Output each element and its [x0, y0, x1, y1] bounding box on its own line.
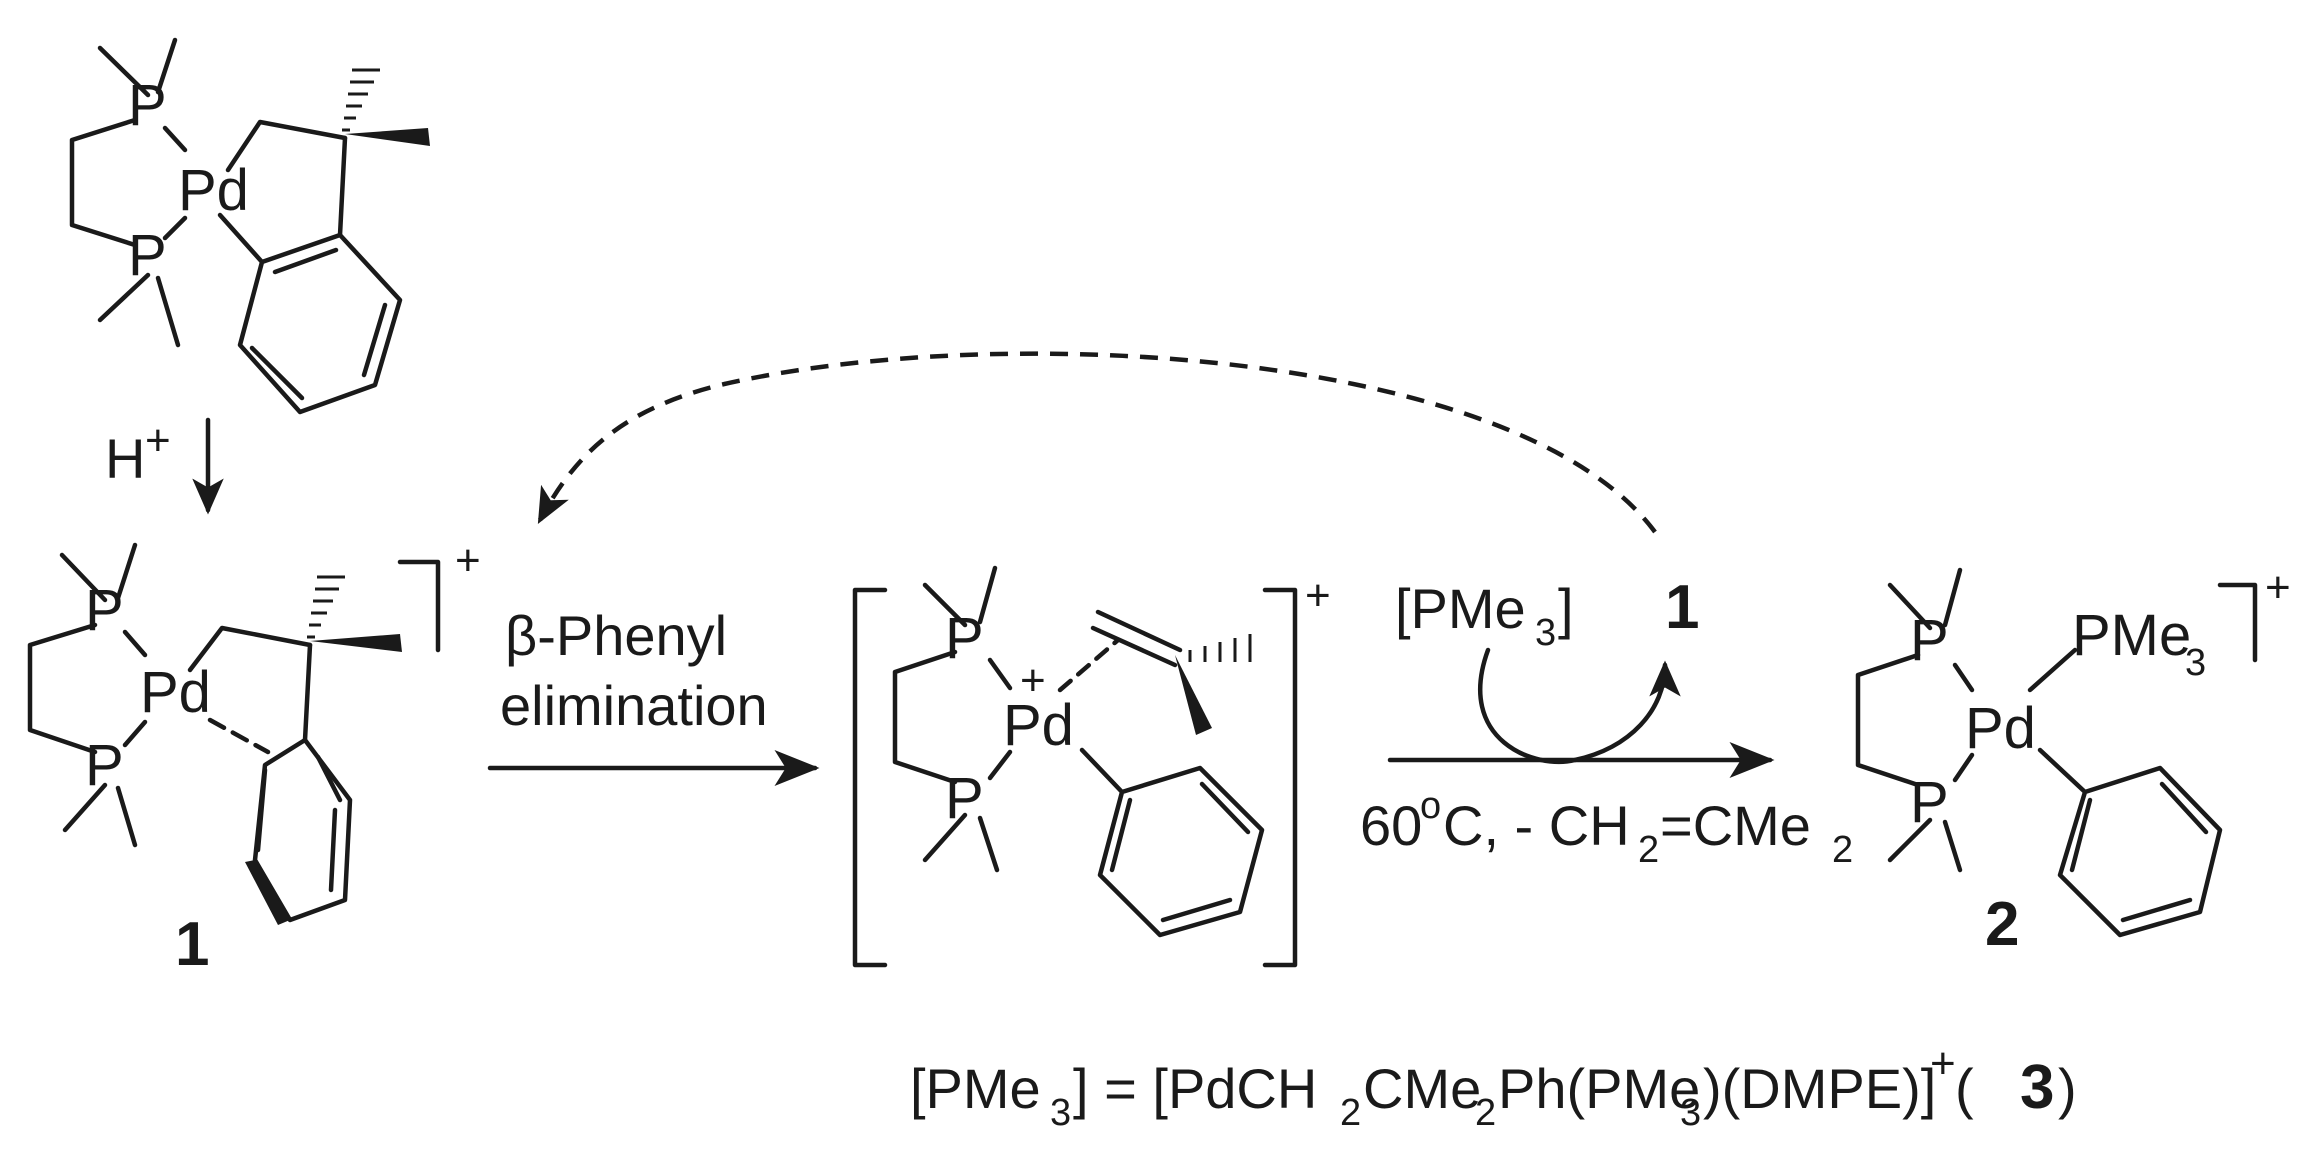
atom-p-bottom-start: P: [128, 223, 167, 288]
footnote-open: (: [1955, 1057, 1974, 1120]
beta-elim-label-line1: β-Phenyl: [505, 604, 727, 667]
atom-p-bottom-c1: P: [85, 733, 124, 798]
conditions-sub2: 2: [1832, 829, 1853, 871]
conditions-sub1: 2: [1638, 829, 1659, 871]
recycle-arrow: [537, 351, 1657, 534]
footnote-mid3: )(DMPE)]: [1703, 1057, 1936, 1120]
conditions-text2: =CMe: [1660, 794, 1811, 857]
atom-p-top-c1: P: [85, 578, 124, 643]
regenerated-1-label: 1: [1665, 573, 1699, 642]
atom-p-top-int: P: [945, 606, 984, 671]
atom-pd-int: Pd: [1003, 693, 1074, 758]
footnote-sub2: 2: [1475, 1092, 1496, 1134]
charge-intermediate: +: [1305, 571, 1331, 620]
footnote-sub1: 2: [1340, 1092, 1361, 1134]
charge-c1: +: [455, 536, 481, 585]
footnote-sup: +: [1930, 1039, 1956, 1088]
conditions-text: C, - CH: [1443, 794, 1630, 857]
acid-charge: +: [145, 416, 171, 465]
product-2-structure: P P Pd PMe 3 + 2: [1855, 563, 2291, 959]
footnote-lhs-sub: 3: [1050, 1092, 1071, 1134]
footnote-close: ): [2058, 1057, 2077, 1120]
catalyst-label-close: ]: [1558, 577, 1574, 640]
acid-label: H: [105, 427, 145, 490]
footnote-mid2: Ph(PMe: [1498, 1057, 1700, 1120]
atom-pd-c2: Pd: [1965, 696, 2036, 761]
conditions-degree: o: [1420, 785, 1441, 827]
footnote-eq: ] = [PdCH: [1073, 1057, 1317, 1120]
compound-1-structure: P P Pd + 1: [27, 536, 481, 979]
atom-p-bottom-c2: P: [1910, 770, 1949, 835]
charge-pd-int: +: [1020, 656, 1046, 705]
compound-label-1: 1: [175, 910, 209, 979]
beta-elim-label-line2: elimination: [500, 674, 768, 737]
atom-pd-start: Pd: [178, 158, 249, 223]
footnote-sub3: 3: [1680, 1092, 1701, 1134]
intermediate-structure: + P P Pd +: [852, 565, 1331, 968]
footnote-lhs: [PMe: [910, 1057, 1041, 1120]
conditions-label: 60: [1360, 794, 1422, 857]
footnote-definition: [PMe 3 ] = [PdCH 2 CMe 2 Ph(PMe 3 )(DMPE…: [910, 1039, 2077, 1134]
pme3-ligand-sub: 3: [2185, 642, 2206, 684]
starting-palladacycle: P P Pd: [69, 37, 430, 415]
footnote-compound-3: 3: [2020, 1053, 2054, 1122]
protonation-step: H +: [105, 416, 224, 515]
beta-elimination-step: β-Phenyl elimination: [487, 604, 820, 786]
catalyst-label-sub: 3: [1535, 612, 1556, 654]
pme3-ligand-label: PMe: [2072, 603, 2191, 668]
atom-p-top-start: P: [128, 73, 167, 138]
atom-pd-c1: Pd: [140, 660, 211, 725]
compound-label-2: 2: [1985, 890, 2019, 959]
footnote-mid1: CMe: [1363, 1057, 1481, 1120]
charge-c2: +: [2265, 563, 2291, 612]
atom-p-top-c2: P: [1910, 608, 1949, 673]
catalyst-label: [PMe: [1395, 577, 1526, 640]
atom-p-bottom-int: P: [945, 766, 984, 831]
